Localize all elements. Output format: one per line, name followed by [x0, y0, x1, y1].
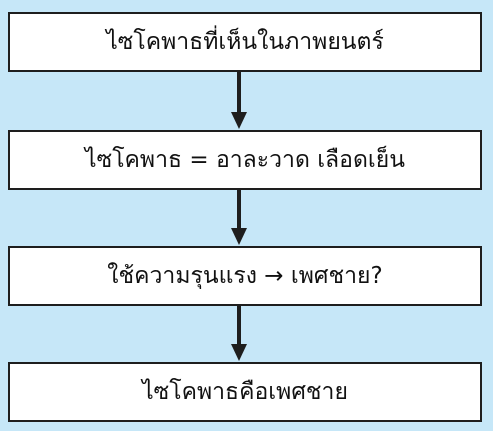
arrow-down-icon: [229, 190, 249, 246]
flow-step-4-label: ไซโคพาธคือเพศชาย: [142, 379, 348, 405]
arrow-down-icon: [229, 306, 249, 362]
flow-step-1-label: ไซโคพาธที่เห็นในภาพยนตร์: [106, 29, 384, 55]
flow-step-3-label: ใช้ความรุนแรง → เพศชาย?: [107, 263, 383, 289]
flow-step-1: ไซโคพาธที่เห็นในภาพยนตร์: [8, 12, 482, 72]
flow-step-2-label: ไซโคพาธ = อาละวาด เลือดเย็น: [85, 147, 405, 173]
flow-step-2: ไซโคพาธ = อาละวาด เลือดเย็น: [8, 130, 482, 190]
flow-step-3: ใช้ความรุนแรง → เพศชาย?: [8, 246, 482, 306]
arrow-down-icon: [229, 72, 249, 130]
flow-step-4: ไซโคพาธคือเพศชาย: [8, 362, 482, 422]
